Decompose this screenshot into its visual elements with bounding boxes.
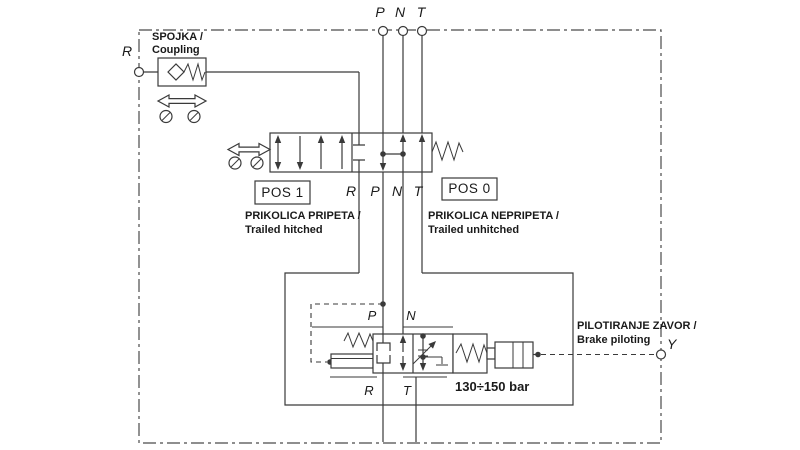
- port-r-label: R: [122, 43, 132, 59]
- double-arrow-icon: [156, 93, 208, 109]
- junction-dot: [400, 151, 406, 157]
- pos1-desc-line1: PRIKOLICA PRIPETA /: [245, 210, 361, 222]
- check-spring-icon: [183, 62, 206, 82]
- valve-port-r-label: R: [346, 183, 356, 199]
- pos0-section: [353, 133, 426, 172]
- pilot-output: PILOTIRANJE ZAVOR / Brake piloting Y: [541, 320, 697, 360]
- double-arrow-icon: [226, 142, 272, 157]
- port-p-label: P: [375, 4, 385, 20]
- port-t-icon: [416, 25, 428, 37]
- block-port-r-label: R: [364, 383, 373, 398]
- brake-valve-throttle: [412, 333, 448, 371]
- port-t-label: T: [417, 4, 427, 20]
- pilot-dashed-line: [310, 303, 383, 363]
- pos0-title-box: [441, 177, 498, 201]
- pilot-spring-icon: [343, 331, 374, 349]
- block-port-t-label: T: [403, 383, 412, 398]
- brake-valve-block: P N R T: [284, 272, 574, 406]
- coupling-label-line1: SPOJKA /: [152, 31, 203, 43]
- pos1-caption: POS 1 PRIKOLICA PRIPETA / Trailed hitche…: [245, 180, 361, 236]
- pos0-title: POS 0: [448, 181, 490, 196]
- pilot-label-line1: PILOTIRANJE ZAVOR /: [577, 320, 697, 332]
- boundary-port-r: R: [122, 43, 145, 78]
- port-n-label: N: [395, 4, 406, 20]
- pos1-desc-line2: Trailed hitched: [245, 224, 323, 236]
- valve-port-p-label: P: [370, 183, 380, 199]
- boundary-ports-top: P N T: [375, 4, 428, 37]
- pos0-caption: POS 0 PRIKOLICA NEPRIPETA / Trailed unhi…: [428, 177, 559, 236]
- coupling-body: [157, 57, 207, 87]
- port-n-icon: [397, 25, 409, 37]
- main-directional-valve: R P N T: [226, 132, 464, 199]
- block-port-n-label: N: [406, 308, 416, 323]
- brake-spring-icon: [455, 342, 488, 364]
- junction-dot: [380, 301, 386, 307]
- brake-valve-left-position: [376, 334, 407, 373]
- junction-dot: [535, 351, 541, 358]
- pos0-desc-line2: Trailed unhitched: [428, 224, 519, 236]
- port-y-icon: [655, 349, 667, 360]
- block-port-p-label: P: [368, 308, 377, 323]
- pilot-piston: [330, 353, 374, 369]
- pos1-title: POS 1: [261, 185, 303, 200]
- coupling-valve: SPOJKA / Coupling: [152, 31, 208, 124]
- coupling-label-line2: Coupling: [152, 44, 200, 56]
- port-y-label: Y: [667, 336, 678, 352]
- brake-cylinder: [494, 341, 534, 369]
- port-r-icon: [133, 66, 145, 78]
- valve-body: [269, 132, 433, 173]
- block-outline: [284, 272, 574, 406]
- machine-boundary: [138, 29, 662, 444]
- junction-dot: [380, 151, 386, 157]
- valve-port-n-label: N: [392, 183, 403, 199]
- pos0-desc-line1: PRIKOLICA NEPRIPETA /: [428, 210, 559, 222]
- pos1-section: [274, 135, 346, 170]
- pressure-range-label: 130÷150 bar: [455, 379, 529, 394]
- piston-rod: [486, 347, 496, 360]
- port-p-icon: [377, 25, 389, 37]
- pos1-title-box: [254, 180, 311, 205]
- valve-port-t-label: T: [414, 183, 424, 199]
- return-spring-icon: [431, 140, 464, 162]
- pilot-label-line2: Brake piloting: [577, 334, 650, 346]
- interconnect-lines: [358, 172, 423, 442]
